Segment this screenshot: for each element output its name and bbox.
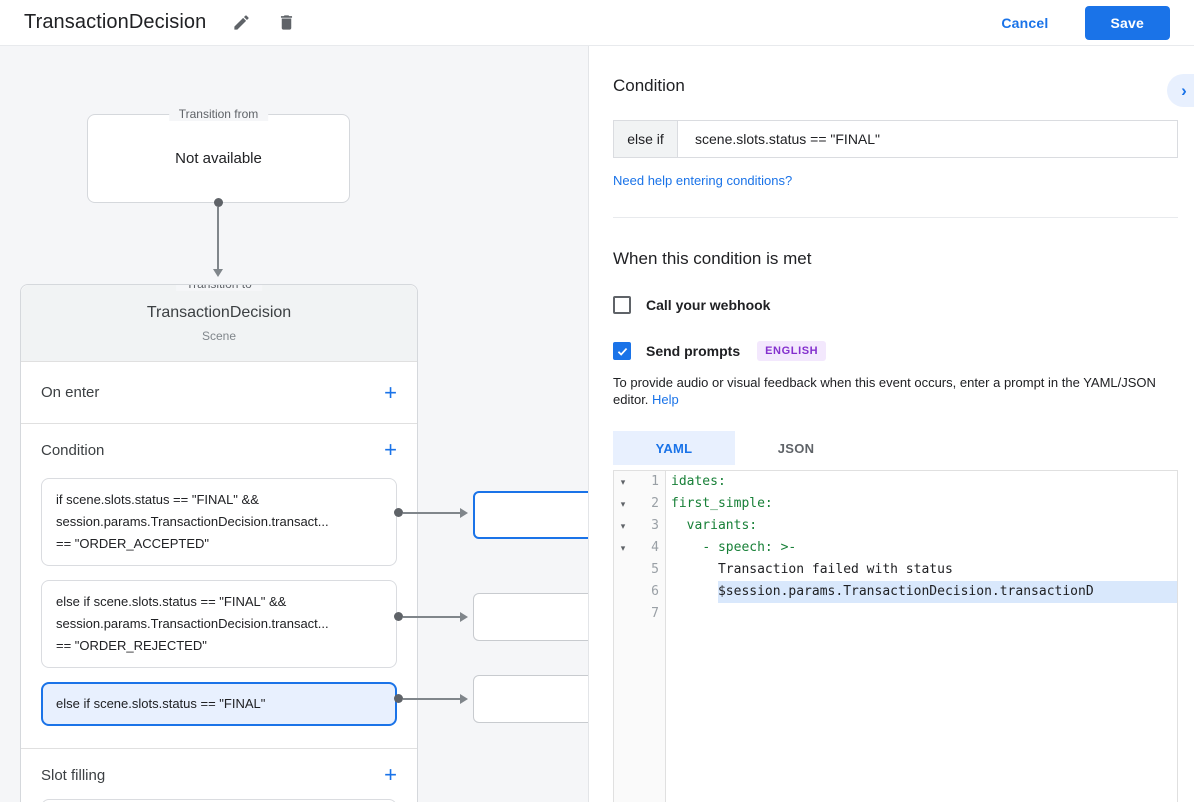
cancel-button[interactable]: Cancel bbox=[1001, 14, 1049, 31]
condition-card-2[interactable]: else if scene.slots.status == "FINAL" &&… bbox=[41, 580, 397, 668]
on-enter-label: On enter bbox=[41, 384, 100, 401]
code-line: ▾ 2 first_simple: bbox=[614, 493, 1177, 515]
line-number: 7 bbox=[651, 606, 659, 621]
editor-gutter bbox=[614, 471, 666, 802]
main-area: Transition from Not available Transition… bbox=[0, 46, 1194, 802]
line-number: 6 bbox=[651, 584, 659, 599]
transition-target-box-3[interactable] bbox=[473, 675, 588, 723]
code-line: 7 bbox=[614, 603, 1177, 625]
add-slot-button[interactable]: + bbox=[384, 762, 397, 787]
panel-title: Condition bbox=[613, 76, 685, 95]
check-icon bbox=[616, 345, 629, 358]
chevron-right-icon: › bbox=[1181, 80, 1187, 100]
condition-editor-panel: › Condition else if Need help entering c… bbox=[588, 46, 1194, 802]
connector-line bbox=[403, 512, 460, 514]
line-number: 1 bbox=[651, 474, 659, 489]
when-met-title: When this condition is met bbox=[613, 249, 812, 268]
condition-card-1[interactable]: if scene.slots.status == "FINAL" && sess… bbox=[41, 478, 397, 566]
send-prompts-checkbox[interactable] bbox=[613, 342, 631, 360]
fold-icon[interactable]: ▾ bbox=[620, 543, 626, 553]
connector-dot bbox=[394, 612, 403, 621]
connector-dot bbox=[214, 198, 223, 207]
trash-icon bbox=[277, 13, 296, 32]
connector-line bbox=[217, 207, 219, 270]
transition-target-box-2[interactable] bbox=[473, 593, 588, 641]
webhook-option-row: Call your webhook bbox=[613, 296, 1178, 314]
code-line: 5 Transaction failed with status bbox=[614, 559, 1177, 581]
arrow-down-icon bbox=[213, 269, 223, 277]
arrow-right-icon bbox=[460, 694, 468, 704]
yaml-code-editor[interactable]: ▾ 1 idates: ▾ 2 first_simple: ▾ 3 variants:… bbox=[613, 470, 1178, 802]
prompt-description: To provide audio or visual feedback when… bbox=[613, 374, 1169, 408]
code-line: ▾ 4 - speech: >- bbox=[614, 537, 1177, 559]
webhook-checkbox[interactable] bbox=[613, 296, 631, 314]
editor-tabs: YAML JSON bbox=[613, 431, 1178, 465]
tab-yaml[interactable]: YAML bbox=[613, 431, 735, 465]
code-text: $session.params.TransactionDecision.tran… bbox=[717, 581, 1177, 603]
condition-section-label: Condition bbox=[41, 441, 105, 459]
line-number: 4 bbox=[651, 540, 659, 555]
connector-dot bbox=[394, 694, 403, 703]
condition-help-link[interactable]: Need help entering conditions? bbox=[613, 173, 793, 188]
flow-canvas: Transition from Not available Transition… bbox=[0, 46, 588, 802]
collapse-panel-button[interactable]: › bbox=[1167, 74, 1194, 107]
scene-header[interactable]: TransactionDecision Scene bbox=[21, 285, 417, 362]
arrow-right-icon bbox=[460, 612, 468, 622]
connector-line bbox=[403, 616, 460, 618]
transition-to-label: Transition to bbox=[176, 285, 262, 291]
send-prompts-label: Send prompts bbox=[646, 343, 741, 359]
code-line-selected: 6 $session.params.TransactionDecision.tr… bbox=[614, 581, 1177, 603]
save-button[interactable]: Save bbox=[1084, 5, 1170, 40]
connector-line bbox=[403, 698, 460, 700]
slot-filling-section: Slot filling + Slot validation bbox=[21, 749, 417, 802]
page-title: TransactionDecision bbox=[24, 11, 207, 33]
transition-from-label: Transition from bbox=[168, 107, 269, 121]
on-enter-section: On enter + bbox=[21, 362, 417, 424]
fold-icon[interactable]: ▾ bbox=[620, 499, 626, 509]
panel-divider bbox=[613, 217, 1178, 218]
code-text: idates: bbox=[671, 474, 726, 489]
transition-from-box[interactable]: Transition from Not available bbox=[87, 107, 350, 203]
condition-card-3[interactable]: else if scene.slots.status == "FINAL" bbox=[41, 682, 397, 726]
line-number: 5 bbox=[651, 562, 659, 577]
prompts-option-row: Send prompts ENGLISH bbox=[613, 341, 1178, 361]
pencil-icon bbox=[232, 13, 251, 32]
fold-icon[interactable]: ▾ bbox=[620, 521, 626, 531]
condition-section: Condition + if scene.slots.status == "FI… bbox=[21, 424, 417, 749]
fold-icon[interactable]: ▾ bbox=[620, 477, 626, 487]
code-text: Transaction failed with status bbox=[717, 562, 953, 577]
condition-prefix: else if bbox=[614, 121, 678, 157]
transition-to-box: Transition to TransactionDecision Scene … bbox=[20, 284, 418, 802]
language-badge: ENGLISH bbox=[757, 341, 827, 361]
top-bar: TransactionDecision Cancel Save bbox=[0, 0, 1194, 46]
prompt-description-text: To provide audio or visual feedback when… bbox=[613, 375, 1156, 407]
scene-title: TransactionDecision bbox=[146, 303, 292, 321]
webhook-label: Call your webhook bbox=[646, 297, 771, 313]
connector-dot bbox=[394, 508, 403, 517]
line-number: 2 bbox=[651, 496, 659, 511]
code-line: ▾ 3 variants: bbox=[614, 515, 1177, 537]
transition-target-box-1[interactable] bbox=[473, 491, 588, 539]
transition-from-value: Not available bbox=[175, 150, 262, 167]
slot-filling-label: Slot filling bbox=[41, 766, 106, 784]
code-text: first_simple: bbox=[671, 496, 773, 511]
code-text: variants: bbox=[686, 518, 758, 533]
condition-expression-row: else if bbox=[613, 120, 1178, 158]
help-link[interactable]: Help bbox=[652, 392, 679, 407]
add-on-enter-button[interactable]: + bbox=[384, 379, 397, 405]
code-line: ▾ 1 idates: bbox=[614, 471, 1177, 493]
condition-expression-input[interactable] bbox=[678, 121, 1177, 157]
scene-subtitle: Scene bbox=[201, 328, 237, 343]
arrow-right-icon bbox=[460, 508, 468, 518]
delete-button[interactable] bbox=[277, 13, 296, 32]
code-text: - speech: >- bbox=[702, 540, 797, 555]
line-number: 3 bbox=[651, 518, 659, 533]
edit-button[interactable] bbox=[232, 13, 251, 32]
add-condition-button[interactable]: + bbox=[384, 437, 397, 462]
tab-json[interactable]: JSON bbox=[777, 440, 815, 456]
